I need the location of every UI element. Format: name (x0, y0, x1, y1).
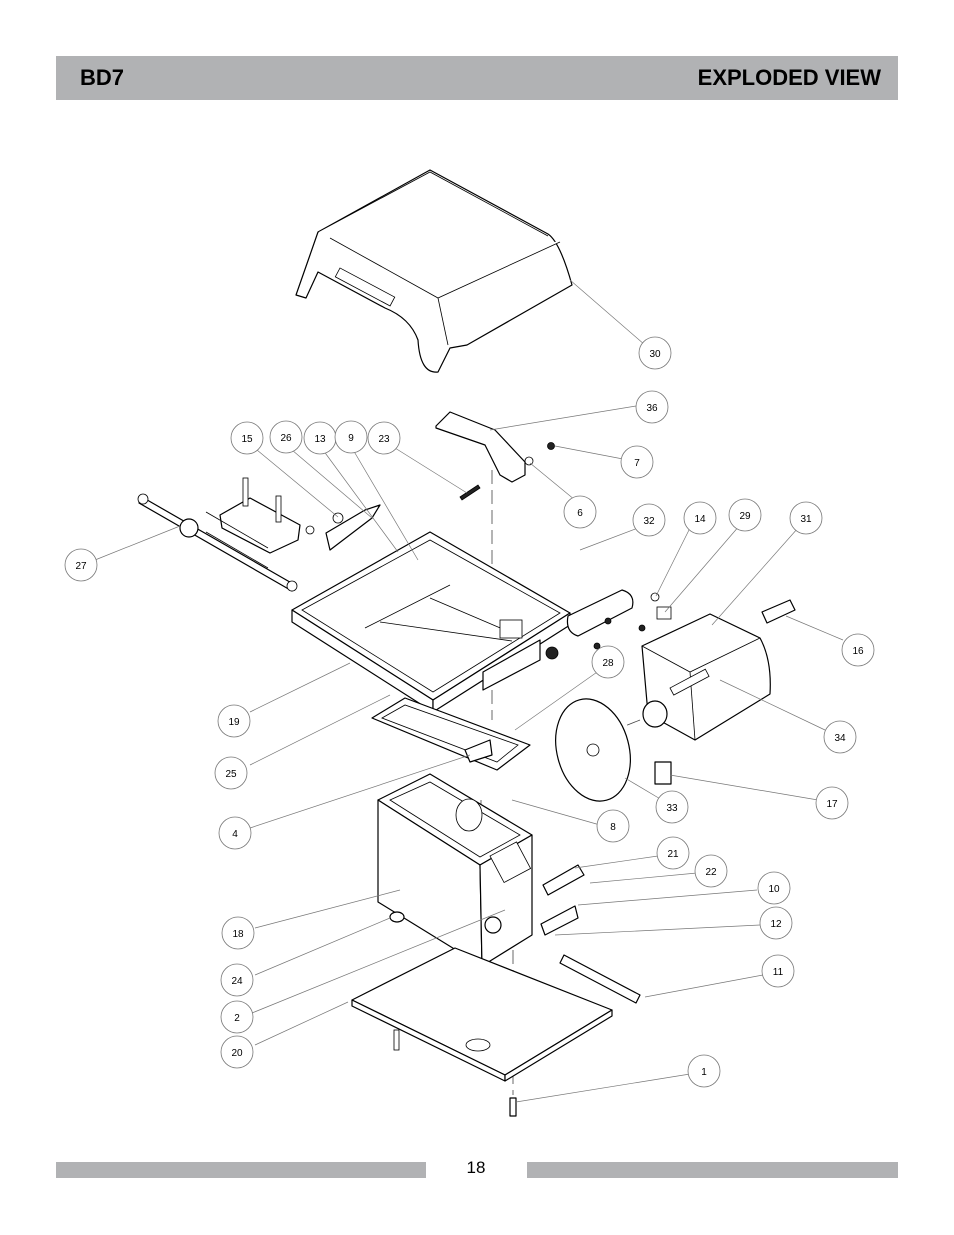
callout-c11: 11 (761, 954, 795, 988)
callout-c31: 31 (789, 501, 823, 535)
footer-bar-left (56, 1162, 426, 1178)
callout-c4: 4 (218, 816, 252, 850)
part-wing-nut-24 (389, 911, 405, 923)
callout-c30-label: 30 (649, 349, 661, 360)
part-plate-13 (305, 504, 381, 551)
callout-c28: 28 (591, 645, 625, 679)
callout-c17: 17 (815, 786, 849, 820)
callout-c15: 15 (230, 421, 264, 455)
callout-c32: 32 (632, 503, 666, 537)
page-number: 18 (466, 1158, 486, 1177)
callout-c8: 8 (596, 809, 630, 843)
callout-c4-label: 4 (232, 829, 238, 840)
callout-c36-label: 36 (646, 403, 658, 414)
part-sanding-disc-33 (555, 698, 631, 802)
callout-c34-label: 34 (834, 733, 846, 744)
callout-c16: 16 (841, 633, 875, 667)
part-hinge-21 (542, 864, 585, 896)
callout-c24-label: 24 (231, 976, 243, 987)
callout-c6: 6 (563, 495, 597, 529)
callout-c25-label: 25 (225, 769, 237, 780)
callout-c7: 7 (620, 445, 654, 479)
callout-c18: 18 (221, 916, 255, 950)
callout-c33: 33 (655, 790, 689, 824)
part-miter-rod-27 (137, 493, 298, 592)
callout-c11-label: 11 (773, 967, 784, 978)
callout-c23-label: 23 (378, 434, 390, 445)
callout-c25: 25 (214, 756, 248, 790)
callout-c34: 34 (823, 720, 857, 754)
callout-c31-label: 31 (800, 514, 812, 525)
part-fitting-16 (761, 599, 796, 624)
callout-c19: 19 (217, 704, 251, 738)
leader-lines (94, 279, 844, 1103)
header-bar: BD7 EXPLODED VIEW (56, 56, 898, 100)
callout-c1: 1 (687, 1054, 721, 1088)
part-motor-31 (641, 613, 771, 741)
callout-c23: 23 (367, 421, 401, 455)
callout-c13: 13 (303, 421, 337, 455)
model-name: BD7 (80, 65, 125, 90)
callout-c7-label: 7 (634, 458, 640, 469)
callout-c20: 20 (220, 1035, 254, 1069)
callout-c13-label: 13 (314, 434, 326, 445)
callout-c24: 24 (220, 963, 254, 997)
callout-c6-label: 6 (577, 508, 583, 519)
callout-c19-label: 19 (228, 717, 240, 728)
part-rod-11 (559, 954, 641, 1004)
callout-c26: 26 (269, 420, 303, 454)
part-plate-10 (540, 905, 579, 936)
callout-c20-label: 20 (231, 1048, 243, 1059)
callout-c1-label: 1 (701, 1067, 707, 1078)
callout-c22-label: 22 (705, 867, 717, 878)
callout-c17-label: 17 (826, 799, 838, 810)
callout-c28-label: 28 (602, 658, 614, 669)
callout-c2-label: 2 (234, 1013, 240, 1024)
callout-c8-label: 8 (610, 822, 616, 833)
part-nut-7 (547, 442, 555, 450)
callout-c29: 29 (728, 498, 762, 532)
callout-c21: 21 (656, 836, 690, 870)
callout-c14: 14 (683, 501, 717, 535)
part-gasket-4 (371, 697, 531, 771)
callout-c22: 22 (694, 854, 728, 888)
callout-c15-label: 15 (241, 434, 253, 445)
callout-c36: 36 (635, 390, 669, 424)
part-miter-gauge (205, 477, 301, 569)
footer-bar-right (527, 1162, 898, 1178)
part-cabinet-18 (377, 773, 533, 967)
callout-c21-label: 21 (667, 849, 679, 860)
callout-c12: 12 (759, 906, 793, 940)
part-strain-relief-17 (654, 761, 672, 785)
callout-c32-label: 32 (643, 516, 655, 527)
callout-c2: 2 (220, 1000, 254, 1034)
part-table-19 (291, 531, 571, 713)
callout-c26-label: 26 (280, 433, 292, 444)
callout-c33-label: 33 (666, 803, 678, 814)
callout-c9-label: 9 (348, 433, 354, 444)
part-bracket-36 (435, 411, 526, 483)
page-title: EXPLODED VIEW (697, 65, 881, 90)
callout-c12-label: 12 (770, 919, 782, 930)
part-base-20 (351, 947, 613, 1082)
callout-c9: 9 (334, 420, 368, 454)
callout-c27: 27 (64, 548, 98, 582)
callout-c10-label: 10 (768, 884, 780, 895)
part-small-hardware (593, 592, 672, 650)
part-bolt-1 (509, 1097, 517, 1117)
part-top-cover (295, 169, 573, 373)
callout-c14-label: 14 (694, 514, 706, 525)
part-shaft-32 (545, 589, 634, 660)
callout-c29-label: 29 (739, 511, 751, 522)
callout-c10: 10 (757, 871, 791, 905)
callout-c30: 30 (638, 336, 672, 370)
part-bolt-23 (459, 484, 481, 501)
callout-c18-label: 18 (232, 929, 244, 940)
callout-c16-label: 16 (852, 646, 864, 657)
part-washer-6 (524, 456, 534, 466)
callout-c27-label: 27 (75, 561, 87, 572)
